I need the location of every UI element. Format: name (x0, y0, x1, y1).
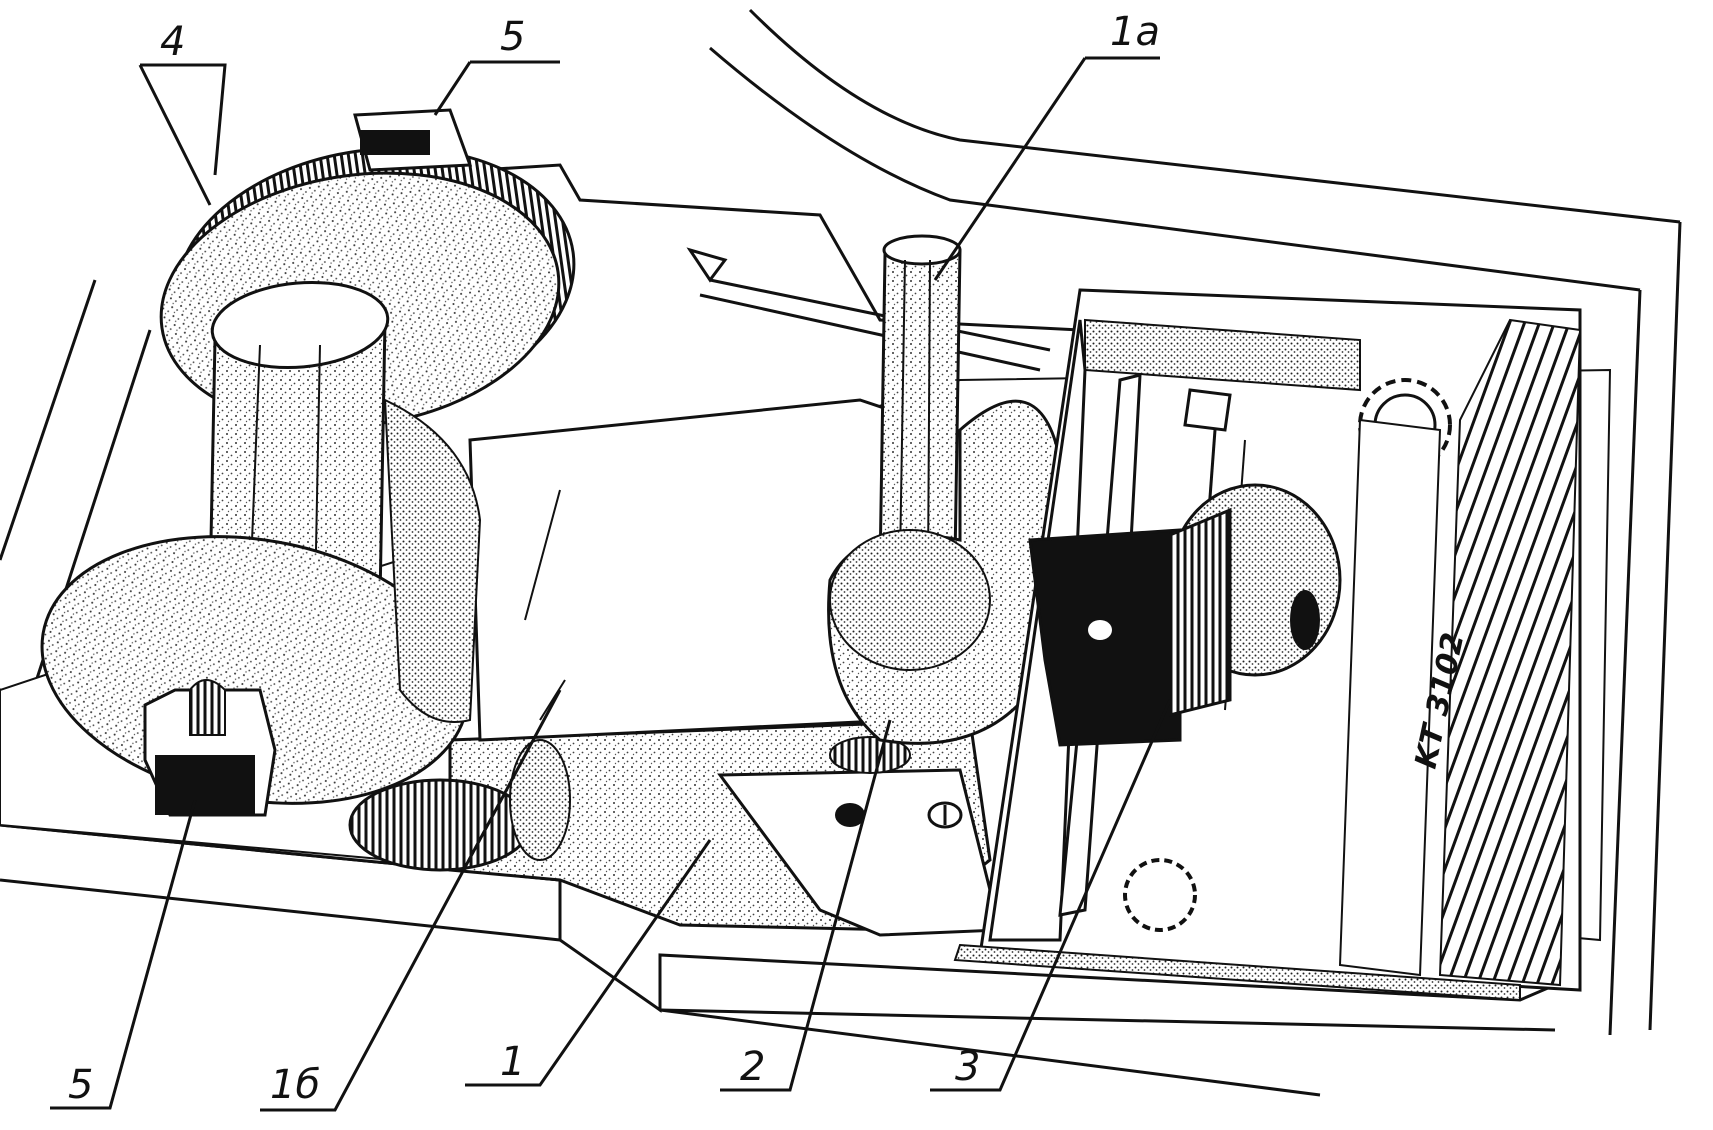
tension-roller (878, 234, 962, 580)
callout-1a: 1a (1110, 9, 1160, 55)
callout-5-top: 5 (500, 14, 525, 60)
callout-1: 1 (500, 1039, 525, 1085)
callout-5-bottom: 5 (68, 1062, 93, 1108)
callout-1b: 1б (270, 1062, 320, 1108)
clamp-bottom (143, 679, 277, 817)
leader-lines (50, 56, 1172, 1112)
tape-loop (827, 399, 1062, 745)
callout-3: 3 (955, 1044, 980, 1090)
clamp-top (353, 108, 473, 172)
reel-assembly (40, 146, 576, 805)
lower-spool (348, 739, 571, 872)
mechanism-housing (953, 288, 1582, 1002)
callout-4: 4 (160, 19, 185, 65)
callout-2: 2 (740, 1044, 765, 1090)
callout-labels: 4 5 1a 5 1б 1 2 3 (68, 9, 1160, 1108)
tape-guide-block (448, 718, 1002, 937)
